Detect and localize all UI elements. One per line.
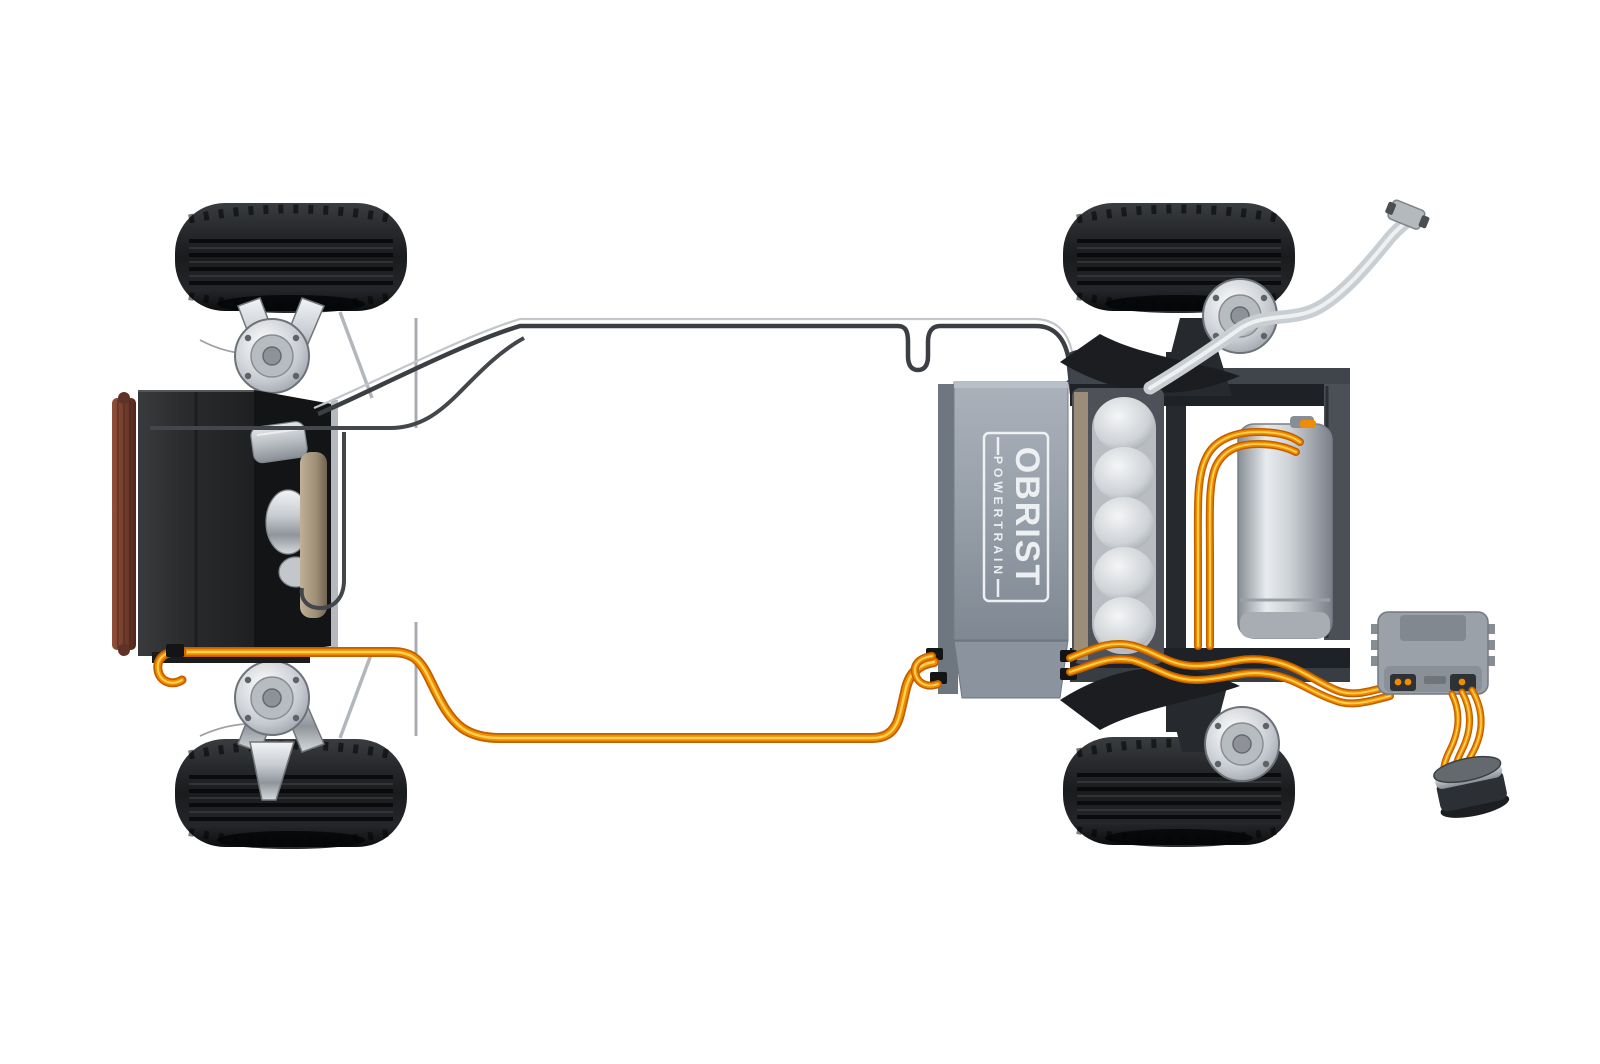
front-left-hub bbox=[234, 318, 310, 394]
coolant-line-silver bbox=[313, 317, 1078, 410]
coolant-line-lower bbox=[150, 336, 525, 430]
front-module bbox=[112, 390, 338, 663]
hv-cable-rear-harness bbox=[1066, 427, 1394, 708]
range-extender-engine bbox=[1072, 388, 1164, 664]
front-motor-details bbox=[250, 400, 338, 652]
electronics-port-left bbox=[1390, 674, 1416, 691]
charge-connector bbox=[1433, 755, 1510, 818]
harness-to-generator bbox=[1193, 427, 1304, 650]
hv-cable-front-to-rear bbox=[153, 644, 942, 743]
hv-cable-front-stub bbox=[153, 644, 187, 688]
hv-cable-battery-stub bbox=[910, 652, 942, 690]
battery-pack: OBRIST POWERTRAIN bbox=[926, 381, 1077, 699]
coolant-line-main bbox=[317, 323, 1075, 417]
logo-powertrain: POWERTRAIN bbox=[991, 456, 1005, 578]
exhaust-pipe bbox=[1143, 199, 1430, 395]
rear-hub-lower bbox=[1204, 706, 1280, 782]
wheel-front-right bbox=[175, 739, 407, 849]
generator bbox=[1237, 416, 1333, 639]
front-radiator bbox=[112, 392, 136, 656]
front-suspension-lower bbox=[199, 622, 418, 801]
wheel-front-left bbox=[175, 203, 407, 313]
front-right-hub bbox=[234, 660, 310, 736]
coolant-lines bbox=[150, 317, 1101, 611]
battery-logo: OBRIST POWERTRAIN bbox=[982, 431, 1050, 603]
exhaust-tip bbox=[1385, 199, 1430, 230]
fuel-line-hook bbox=[299, 432, 346, 611]
power-electronics-box bbox=[1371, 611, 1495, 695]
harness-to-electronics bbox=[1066, 639, 1394, 708]
logo-obrist: OBRIST bbox=[1008, 447, 1046, 587]
